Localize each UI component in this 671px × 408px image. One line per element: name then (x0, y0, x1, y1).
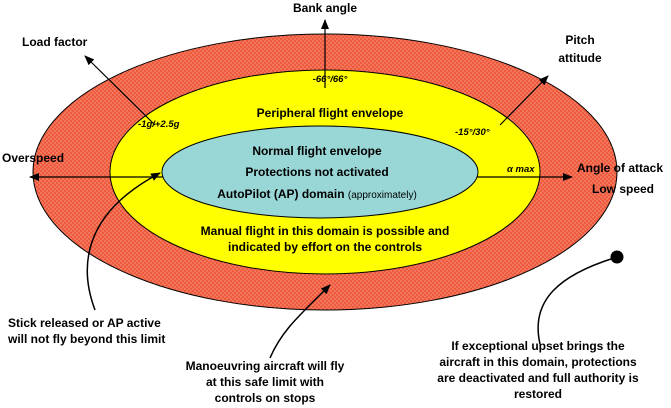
alpha-limit: α max (507, 164, 535, 175)
upset-note-line4: restored (514, 387, 562, 401)
pitch-limit: -15°/30° (455, 127, 490, 138)
angle-of-attack-label: Angle of attack (577, 161, 663, 175)
protections-text: Protections not activated (245, 165, 388, 179)
manoeuvring-note-line3: controls on stops (215, 391, 316, 405)
manoeuvring-note-line2: at this safe limit with (206, 375, 324, 389)
bank-limit: -66°/66° (313, 74, 348, 85)
overspeed-label: Overspeed (2, 151, 64, 165)
load-factor-label: Load factor (22, 35, 88, 49)
low-speed-label: Low speed (592, 182, 654, 196)
upset-note-line3: are deactivated and full authority is (437, 371, 639, 385)
upset-pointer (537, 257, 615, 345)
autopilot-text: AutoPilot (AP) domain (approximately) (217, 187, 417, 201)
pitch-attitude-arrow (499, 75, 549, 126)
load-factor-arrow (84, 55, 156, 126)
upset-dot (610, 250, 624, 264)
stick-released-note-line2: will not fly beyond this limit (7, 332, 165, 346)
manual-flight-line2: indicated by effort on the controls (228, 240, 422, 254)
pitch-attitude-label-line2: attitude (558, 51, 602, 65)
upset-note-line2: aircraft in this domain, protections (439, 355, 637, 369)
normal-envelope-zone (161, 125, 479, 219)
normal-envelope-title: Normal flight envelope (252, 144, 382, 158)
manual-flight-line1: Manual flight in this domain is possible… (201, 224, 450, 238)
stick-released-note-line1: Stick released or AP active (8, 316, 161, 330)
stick-released-pointer (86, 172, 161, 311)
load-limit: -1g/+2.5g (138, 119, 180, 130)
manoeuvring-pointer (269, 284, 331, 359)
bank-angle-label: Bank angle (293, 1, 357, 15)
peripheral-envelope-title: Peripheral flight envelope (257, 106, 404, 120)
manoeuvring-note-line1: Manoeuvring aircraft will fly (186, 359, 345, 373)
upset-note-line1: If exceptional upset brings the (451, 339, 625, 353)
pitch-attitude-label-line1: Pitch (565, 33, 594, 47)
